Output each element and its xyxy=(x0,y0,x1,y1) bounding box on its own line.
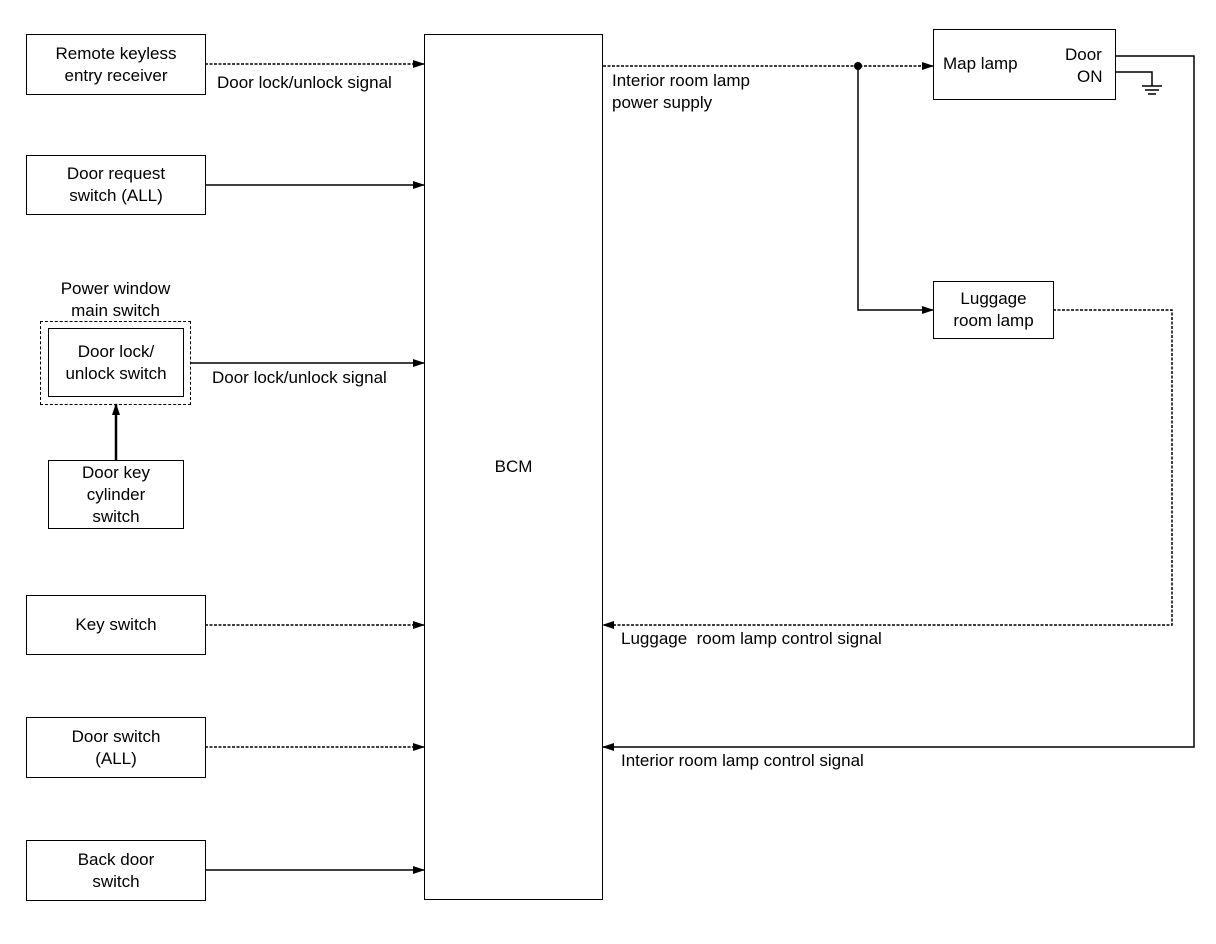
door-lock-switch-label: Door lock/ unlock switch xyxy=(65,341,167,383)
junction-dot xyxy=(854,62,862,70)
bcm-block: BCM xyxy=(424,34,603,900)
door-switch-label: Door switch (ALL) xyxy=(71,726,161,768)
power-window-main-switch-group xyxy=(40,321,191,405)
key-switch: Key switch xyxy=(26,595,206,655)
map-lamp-label: Map lamp xyxy=(943,54,1018,73)
power-supply-branch-line xyxy=(857,66,934,314)
back-door-switch: Back door switch xyxy=(26,840,206,901)
luggage-control-signal-label: Luggage room lamp control signal xyxy=(621,629,882,648)
door-key-cylinder-label: Door key cylinder switch xyxy=(81,462,151,526)
door-lock-signal-label-1: Door lock/unlock signal xyxy=(217,73,392,92)
door-key-cylinder-switch: Door key cylinder switch xyxy=(48,460,184,529)
luggage-control-line xyxy=(602,309,1173,629)
door-lock-signal-label-2: Door lock/unlock signal xyxy=(212,368,387,387)
ground-line xyxy=(1113,71,1153,86)
door-switch: Door switch (ALL) xyxy=(26,717,206,778)
interior-power-supply-label: Interior room lamp power supply xyxy=(612,71,750,112)
door-lock-unlock-switch: Door lock/ unlock switch xyxy=(48,328,184,397)
map-lamp-on-terminal: ON xyxy=(1077,67,1103,86)
bcm-label: BCM xyxy=(494,457,533,476)
luggage-room-lamp: Luggage room lamp xyxy=(933,281,1054,339)
remote-keyless-entry-receiver: Remote keyless entry receiver xyxy=(26,34,206,95)
map-lamp-door-terminal: Door xyxy=(1065,45,1102,64)
interior-control-signal-label: Interior room lamp control signal xyxy=(621,751,864,770)
key-switch-label: Key switch xyxy=(75,615,157,634)
interior-control-line xyxy=(602,55,1195,751)
door-request-label: Door request switch (ALL) xyxy=(66,164,166,205)
back-door-switch-label: Back door switch xyxy=(77,849,155,891)
door-request-switch: Door request switch (ALL) xyxy=(26,155,206,215)
remote-keyless-label: Remote keyless entry receiver xyxy=(55,43,177,85)
map-lamp: Map lamp Door ON xyxy=(933,29,1116,100)
luggage-room-lamp-label: Luggage room lamp xyxy=(953,289,1034,330)
power-window-main-switch-label: Power window main switch xyxy=(60,279,171,320)
